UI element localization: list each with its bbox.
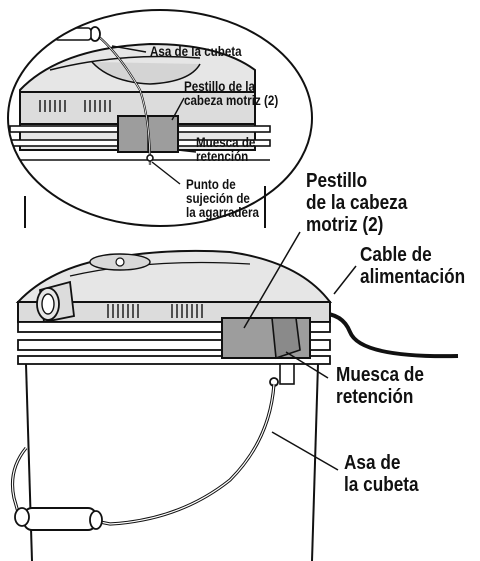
detail-inset xyxy=(7,9,313,228)
label-inset-anchor: Punto de sujeción de la agarradera xyxy=(186,177,259,221)
label-line: Cable de xyxy=(360,244,432,266)
label-line: la agarradera xyxy=(186,205,259,221)
label-line: cabeza motriz (2) xyxy=(184,93,279,109)
label-line: Pestillo xyxy=(306,170,368,192)
label-inset-notch: Muesca de retención xyxy=(196,135,256,165)
label-line: retención xyxy=(196,149,249,165)
retention-notch xyxy=(279,363,295,385)
label-line: Asa de xyxy=(344,452,401,474)
label-line: Pestillo de la xyxy=(184,79,255,94)
label-line: alimentación xyxy=(360,266,466,288)
label-line: Punto de xyxy=(186,177,236,192)
main-vacuum xyxy=(10,231,459,561)
label-main-bucket-handle: Asa de la cubeta xyxy=(344,452,419,496)
exhaust-port-icon xyxy=(36,280,75,324)
vent-slots xyxy=(107,304,203,318)
inset-frame xyxy=(7,9,313,227)
label-main-latch: Pestillo de la cabeza motriz (2) xyxy=(306,170,407,236)
leader-inset-anchor xyxy=(151,161,181,185)
inset-vent-slots xyxy=(39,100,111,112)
leader-main-notch xyxy=(285,351,329,379)
label-line: Muesca de xyxy=(336,364,424,386)
label-line: motriz (2) xyxy=(306,214,384,236)
label-line: de la cabeza xyxy=(306,192,408,214)
leader-main-handle xyxy=(271,431,339,471)
leader-inset-latch xyxy=(171,97,185,121)
handle-grip xyxy=(14,507,103,531)
label-line: sujeción de xyxy=(186,191,250,207)
bucket-handle xyxy=(99,383,276,526)
leader-inset-handle xyxy=(111,45,147,53)
leader-main-latch xyxy=(243,231,301,329)
label-main-notch: Muesca de retención xyxy=(336,364,424,408)
label-line: retención xyxy=(336,386,414,408)
leader-main-cord xyxy=(333,265,357,295)
label-inset-latch: Pestillo de la cabeza motriz (2) xyxy=(184,79,279,109)
label-inset-bucket-handle: Asa de la cubeta xyxy=(150,44,242,59)
label-main-power-cord: Cable de alimentación xyxy=(360,244,465,288)
label-line: la cubeta xyxy=(344,474,419,496)
leader-inset-notch xyxy=(177,149,197,153)
label-line: Asa de la cubeta xyxy=(150,44,242,59)
label-line: Muesca de xyxy=(196,135,256,150)
